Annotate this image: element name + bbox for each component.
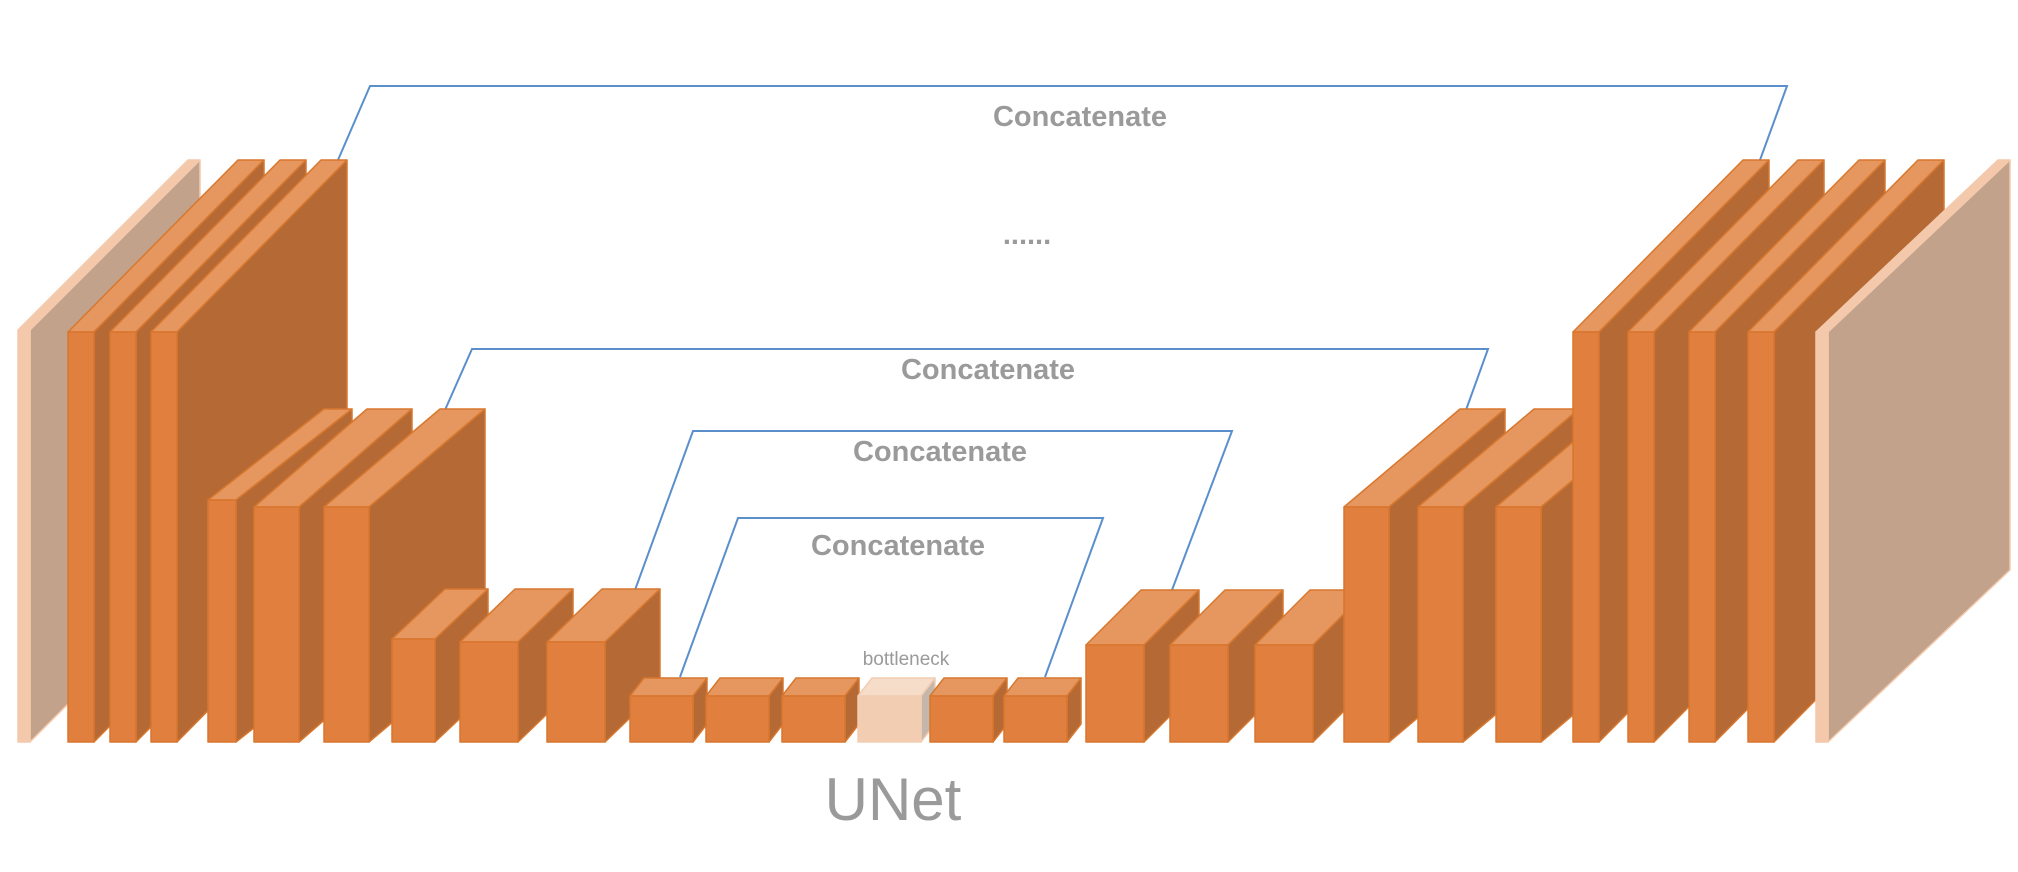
block-front-face bbox=[629, 695, 694, 743]
encoder-block-3b bbox=[459, 588, 574, 743]
diagram-labels: Concatenate ...... Concatenate Concatena… bbox=[811, 101, 1167, 833]
skip-connections bbox=[337, 85, 1789, 678]
block-front-face bbox=[1254, 644, 1314, 743]
encoder-block-4b bbox=[705, 677, 784, 743]
block-front-face bbox=[857, 695, 922, 743]
block-front-face bbox=[1815, 331, 1829, 743]
layer-blocks bbox=[17, 159, 2011, 743]
block-front-face bbox=[705, 695, 770, 743]
block-front-face bbox=[323, 506, 370, 743]
block-front-face bbox=[1343, 506, 1390, 743]
block-front-face bbox=[929, 695, 994, 743]
concat-label-level-1: Concatenate bbox=[993, 101, 1167, 133]
concat-label-level-2: Concatenate bbox=[901, 354, 1075, 386]
block-front-face bbox=[67, 331, 95, 743]
block-front-face bbox=[109, 331, 137, 743]
block-front-face bbox=[1417, 506, 1464, 743]
diagram-title: UNet bbox=[825, 766, 962, 833]
concat-label-level-3: Concatenate bbox=[853, 436, 1027, 468]
block-front-face bbox=[1085, 644, 1145, 743]
block-front-face bbox=[17, 329, 31, 743]
encoder-block-4c bbox=[781, 677, 860, 743]
concat-label-level-4: Concatenate bbox=[811, 530, 985, 562]
block-front-face bbox=[207, 499, 237, 743]
encoder-block-4a bbox=[629, 677, 708, 743]
skip-connection-level-4 bbox=[679, 517, 1105, 678]
block-front-face bbox=[253, 506, 300, 743]
skip-connection-level-3 bbox=[634, 430, 1234, 591]
block-front-face bbox=[1169, 644, 1229, 743]
decoder-block-3a bbox=[1085, 589, 1200, 743]
block-front-face bbox=[1747, 331, 1775, 743]
block-front-face bbox=[1688, 331, 1716, 743]
block-front-face bbox=[781, 695, 846, 743]
skip-connection-level-2 bbox=[444, 348, 1490, 411]
bottleneck-block bbox=[857, 677, 936, 743]
bottleneck-label: bottleneck bbox=[863, 649, 950, 670]
block-front-face bbox=[391, 638, 436, 743]
block-front-face bbox=[1572, 331, 1600, 743]
skip-connection-level-1 bbox=[337, 85, 1789, 161]
block-front-face bbox=[1627, 331, 1655, 743]
decoder-block-4b bbox=[1003, 677, 1082, 743]
decoder-block-4a bbox=[929, 677, 1008, 743]
block-front-face bbox=[150, 331, 178, 743]
block-front-face bbox=[459, 641, 519, 743]
block-front-face bbox=[1003, 695, 1068, 743]
output-image-block bbox=[1815, 159, 2011, 743]
block-front-face bbox=[546, 641, 606, 743]
block-front-face bbox=[1495, 506, 1542, 743]
ellipsis-label: ...... bbox=[1003, 219, 1051, 251]
encoder-block-3c bbox=[546, 588, 661, 743]
